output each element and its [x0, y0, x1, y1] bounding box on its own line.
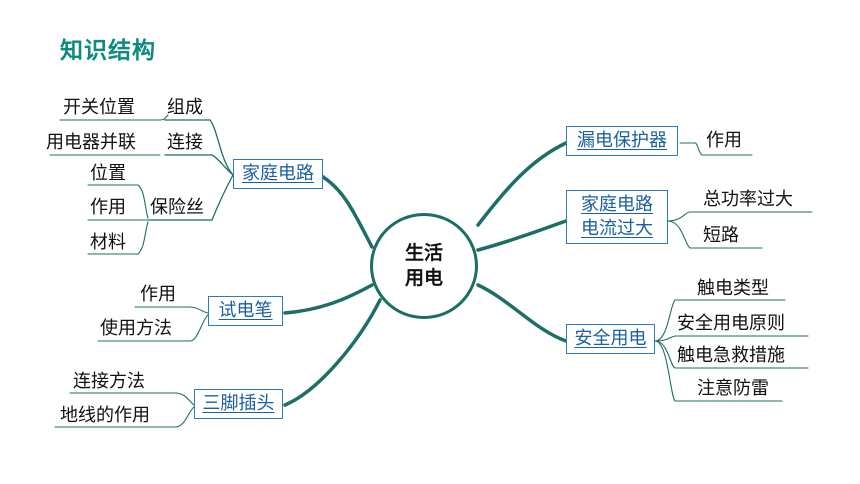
- branch-shidianbi: [283, 283, 374, 315]
- branch-jiating: [318, 173, 374, 249]
- leaf-lianjie-fangfa: 连接方法: [73, 371, 145, 392]
- branch-loudian: [476, 141, 568, 227]
- leaf-baoxiansi-weizhi: 位置: [90, 163, 126, 184]
- leaf-loudian-zuoyong: 作用: [706, 130, 742, 151]
- leaf-baoxiansi-cailiao: 材料: [90, 232, 126, 253]
- leaf-zhuyi-fanglei: 注意防雷: [697, 378, 769, 399]
- leaf-yongdianqi-binglian: 用电器并联: [46, 132, 136, 153]
- leaf-jijiu-cuoshi: 触电急救措施: [677, 345, 785, 366]
- branch-guoda: [476, 219, 568, 252]
- page-title: 知识结构: [60, 38, 156, 64]
- node-dianliu-guoda-line-1: 家庭电路: [581, 194, 653, 215]
- node-sanjiao-chatou: 三脚插头: [194, 389, 283, 419]
- leaf-shiyong-fangfa: 使用方法: [100, 318, 172, 339]
- leaf-duanlu: 短路: [703, 225, 739, 246]
- leaf-zonggonglv-guoda: 总功率过大: [703, 189, 793, 210]
- node-dianliu-guoda: 家庭电路 电流过大: [566, 190, 668, 244]
- node-baoxiansi: 保险丝: [150, 197, 204, 218]
- node-anquan-yongdian: 安全用电: [566, 324, 655, 354]
- node-zucheng: 组成: [167, 97, 203, 118]
- leaf-kaiguan-weizhi: 开关位置: [63, 97, 135, 118]
- node-dianliu-guoda-line-2: 电流过大: [581, 218, 653, 239]
- leaf-shidianbi-zuoyong: 作用: [140, 284, 176, 305]
- leaf-anquan-yuanze: 安全用电原则: [677, 313, 785, 334]
- branch-sanjiao: [283, 298, 382, 407]
- node-jiating-dianlu: 家庭电路: [233, 159, 323, 189]
- leaf-chudian-leixing: 触电类型: [697, 278, 769, 299]
- node-loudian-baohuqi: 漏电保护器: [566, 126, 678, 156]
- leaf-baoxiansi-zuoyong: 作用: [90, 197, 126, 218]
- branch-anquan: [476, 283, 568, 343]
- node-lianjie: 连接: [167, 132, 203, 153]
- leaf-dixian-zuoyong: 地线的作用: [60, 405, 150, 426]
- center-line-2: 用电: [404, 267, 443, 289]
- center-node: 生活 用电: [370, 213, 478, 319]
- node-shidianbi: 试电笔: [208, 296, 283, 326]
- center-line-1: 生活: [404, 242, 443, 264]
